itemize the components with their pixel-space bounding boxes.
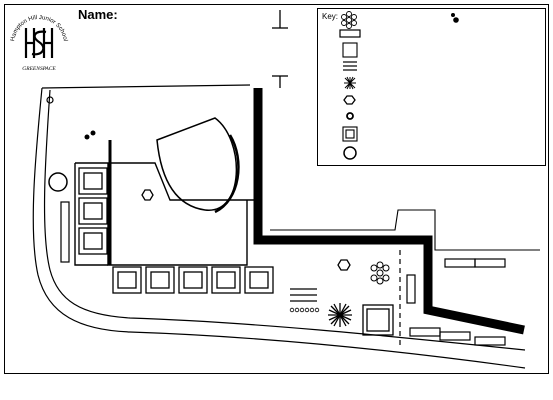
double-square-icon	[342, 126, 358, 142]
logo-tagline: GREENSPACE	[22, 66, 56, 72]
small-circle-icon	[346, 112, 354, 120]
site-boundary	[32, 84, 526, 369]
black-dot	[451, 13, 455, 17]
pond-edge	[214, 134, 240, 214]
building-outline	[74, 162, 258, 266]
key-title: Key:	[322, 12, 339, 21]
planter-square-icon	[342, 42, 358, 58]
benches-right	[406, 258, 506, 346]
spiky-plant	[328, 303, 352, 327]
flower-cluster	[370, 261, 390, 285]
square-planter	[362, 304, 394, 336]
flower-cluster-icon	[341, 11, 357, 29]
black-dot	[90, 130, 96, 136]
planter-row	[112, 266, 274, 294]
circle-icon	[343, 146, 357, 160]
main-path	[253, 88, 525, 335]
hexagon-marker	[141, 189, 154, 201]
large-circle-marker	[48, 172, 68, 192]
black-dot	[453, 17, 459, 23]
seating-dots	[289, 307, 320, 313]
black-dot	[84, 134, 90, 140]
spiky-plant-icon	[344, 76, 356, 90]
hexagon-icon	[343, 95, 356, 105]
map-key: Key:	[317, 8, 546, 166]
bench-vertical	[60, 201, 70, 263]
pond-oval	[156, 117, 238, 211]
seating-stripes-icon	[343, 61, 357, 71]
bench-icon	[339, 29, 361, 38]
key-symbols	[339, 11, 459, 160]
school-logo: Hampton Hill Junior School GREENSPACE	[10, 15, 68, 72]
top-markers	[272, 10, 288, 88]
small-circle-marker	[46, 96, 54, 104]
right-structure	[270, 209, 540, 251]
planter-stack	[78, 167, 108, 255]
name-label: Name:	[78, 7, 118, 22]
hexagon-marker-right	[337, 259, 351, 271]
worksheet-frame	[4, 4, 549, 374]
seating-stripes	[290, 288, 317, 302]
